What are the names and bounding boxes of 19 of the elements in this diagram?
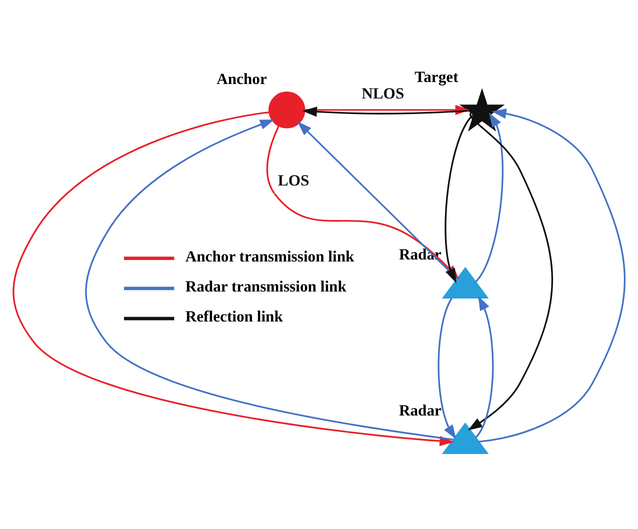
node-label: Anchor bbox=[216, 70, 267, 88]
legend-label: Reflection link bbox=[185, 308, 283, 326]
legend-label: Anchor transmission link bbox=[185, 248, 354, 265]
edge-label: LOS bbox=[278, 172, 310, 189]
legend-label: Radar transmission link bbox=[185, 278, 346, 295]
arrow bbox=[468, 112, 553, 430]
node-star bbox=[459, 88, 505, 131]
node-label: Target bbox=[414, 68, 458, 86]
arrow bbox=[85, 118, 454, 440]
arrow bbox=[475, 112, 504, 282]
arrow bbox=[475, 295, 494, 438]
arrow bbox=[438, 297, 456, 439]
node-circle bbox=[268, 91, 306, 128]
arrow bbox=[478, 108, 626, 442]
arrow bbox=[12, 110, 454, 446]
edge-label: NLOS bbox=[362, 84, 404, 102]
arrow bbox=[297, 120, 458, 279]
node-label: Radar bbox=[398, 402, 442, 419]
arrow bbox=[302, 106, 468, 116]
